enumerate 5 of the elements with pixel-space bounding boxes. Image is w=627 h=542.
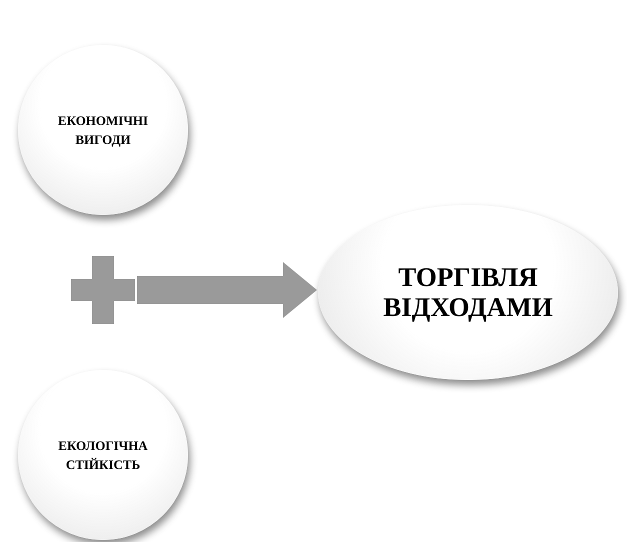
- block-arrow: [137, 262, 317, 318]
- node-label: ЕКОЛОГІЧНА СТІЙКІСТЬ: [57, 436, 149, 474]
- node-label: ЕКОНОМІЧНІ ВИГОДИ: [56, 112, 150, 149]
- node-label: ТОРГІВЛЯ ВІДХОДАМИ: [382, 262, 554, 322]
- plus-sign: [71, 256, 135, 324]
